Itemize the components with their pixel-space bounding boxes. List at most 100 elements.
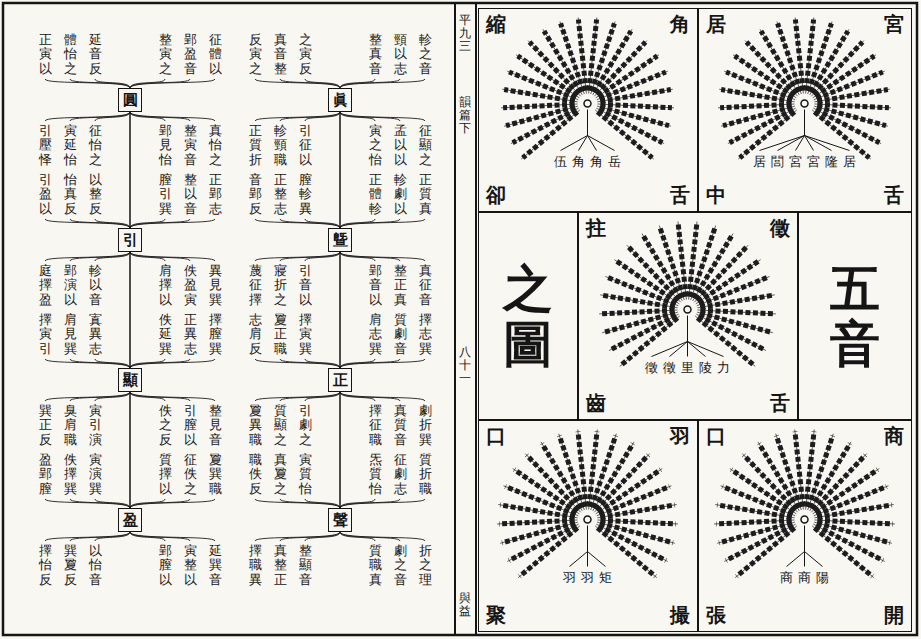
fan-curve bbox=[130, 112, 215, 121]
center-dot bbox=[801, 100, 808, 107]
fan-curve bbox=[255, 112, 340, 121]
corner-label: 舌 bbox=[770, 393, 790, 413]
reading-column: 巽夐反 bbox=[64, 544, 77, 587]
branch-label: 商 bbox=[780, 571, 794, 584]
reading-column: 整寅之 bbox=[159, 33, 172, 76]
fan-curve bbox=[130, 219, 215, 228]
reading-column: 質劇音 bbox=[394, 313, 407, 356]
circle-figure bbox=[579, 213, 796, 418]
fan-curve bbox=[340, 79, 425, 88]
radial-rule bbox=[695, 316, 755, 366]
reading-column: 擇職異 bbox=[249, 544, 262, 587]
reading-column: 軫之音 bbox=[419, 33, 432, 76]
branch-label: 居 bbox=[843, 155, 857, 168]
circle-figure bbox=[699, 9, 910, 210]
fan-curve bbox=[70, 532, 130, 541]
reading-column: 整寅音 bbox=[184, 124, 197, 167]
fan-curve bbox=[255, 79, 340, 88]
fan-curve bbox=[305, 392, 340, 401]
reading-column: 真音整 bbox=[274, 33, 287, 76]
page-margin-note: 韻篇下 bbox=[459, 96, 471, 136]
reading-column: 臭肩職 bbox=[64, 404, 77, 447]
reading-column: 寅引演 bbox=[89, 404, 102, 447]
fan-curve bbox=[70, 499, 130, 508]
fan-curve bbox=[305, 79, 340, 88]
reading-column: 征怡之 bbox=[89, 124, 102, 167]
fork-branch bbox=[760, 136, 805, 151]
tree-node-text: 圓 bbox=[123, 93, 138, 108]
reading-column: 征體以 bbox=[209, 33, 222, 76]
reading-column: 反寅之 bbox=[249, 33, 262, 76]
corner-label: 口 bbox=[706, 426, 726, 446]
reading-column: 寅延怡 bbox=[64, 124, 77, 167]
reading-column: 以怡音 bbox=[89, 544, 102, 587]
fan-curve bbox=[305, 532, 340, 541]
corner-label: 開 bbox=[884, 605, 904, 625]
branch-label: 里 bbox=[681, 361, 695, 374]
corner-label: 居 bbox=[706, 14, 726, 34]
fan-curve bbox=[95, 392, 130, 401]
reading-column: 延巽音 bbox=[209, 544, 222, 587]
branch-label: 岳 bbox=[608, 155, 622, 168]
fan-curve bbox=[130, 252, 215, 261]
reading-column: 軫以音 bbox=[89, 264, 102, 307]
reading-column: 真質音 bbox=[394, 404, 407, 447]
tree-node-text: 顯 bbox=[123, 373, 138, 388]
reading-column: 整見音 bbox=[209, 404, 222, 447]
fan-curve bbox=[95, 532, 130, 541]
reading-column: 征顯之 bbox=[419, 124, 432, 167]
radial-rule bbox=[543, 29, 582, 95]
branch-label: 宮 bbox=[789, 155, 803, 168]
fan-curve bbox=[280, 359, 340, 368]
radial-rule bbox=[504, 106, 578, 126]
fan-curve bbox=[45, 112, 130, 121]
corner-label: 齒 bbox=[586, 393, 606, 413]
circle-figure bbox=[699, 421, 910, 630]
radial-rule bbox=[578, 430, 587, 510]
tree-node-text: 聲 bbox=[333, 513, 348, 528]
center-dot bbox=[584, 516, 591, 523]
reading-column: 正郢志 bbox=[209, 173, 222, 216]
fan-curve bbox=[130, 392, 215, 401]
fan-curve bbox=[340, 219, 425, 228]
radial-rule bbox=[795, 18, 803, 94]
corner-label: 舌 bbox=[884, 185, 904, 205]
reading-column: 夐異職 bbox=[249, 404, 262, 447]
reading-column: 郢膣以 bbox=[159, 544, 172, 587]
reading-column: 異見巽 bbox=[209, 264, 222, 307]
radial-rule bbox=[497, 520, 577, 524]
reading-column: 整真音 bbox=[369, 33, 382, 76]
fork-branch bbox=[778, 136, 805, 151]
tree-node-text: 盈 bbox=[123, 513, 138, 528]
page-margin-note: 平九三 bbox=[459, 14, 471, 54]
reading-column: 正質折 bbox=[249, 124, 262, 167]
branch-label: 徵 bbox=[663, 361, 677, 374]
fan-curve bbox=[70, 392, 130, 401]
tree-node: 聲 bbox=[328, 508, 352, 532]
tone-panel: 拄徵齒舌徵徵里陵力 bbox=[578, 212, 798, 420]
tree-node-text: 曁 bbox=[333, 233, 348, 248]
corner-label: 拄 bbox=[586, 218, 606, 238]
fan-curve bbox=[130, 532, 215, 541]
reading-column: 正質真 bbox=[419, 173, 432, 216]
radial-rule bbox=[599, 310, 677, 314]
reading-column: 郢演以 bbox=[64, 264, 77, 307]
fan-curve bbox=[95, 219, 130, 228]
corner-label: 聚 bbox=[486, 605, 506, 625]
fan-curve bbox=[45, 499, 130, 508]
reading-column: 擇怡反 bbox=[39, 544, 52, 587]
reading-column: 寅質怡 bbox=[299, 453, 312, 496]
radial-rule bbox=[697, 295, 774, 308]
fan-curve bbox=[280, 79, 340, 88]
reading-column: 盈郢膣 bbox=[39, 453, 52, 496]
tree-node: 正 bbox=[328, 368, 352, 392]
tree-spine bbox=[339, 112, 341, 228]
branch-label: 宮 bbox=[807, 155, 821, 168]
branch-label: 羽 bbox=[563, 571, 577, 584]
reading-column: 真整正 bbox=[274, 544, 287, 587]
tree-spine bbox=[339, 392, 341, 508]
tone-panel: 口羽聚撮羽羽矩 bbox=[478, 420, 698, 632]
fork-stem bbox=[804, 526, 805, 552]
branch-label: 角 bbox=[590, 155, 604, 168]
tree-node: 顯 bbox=[118, 368, 142, 392]
